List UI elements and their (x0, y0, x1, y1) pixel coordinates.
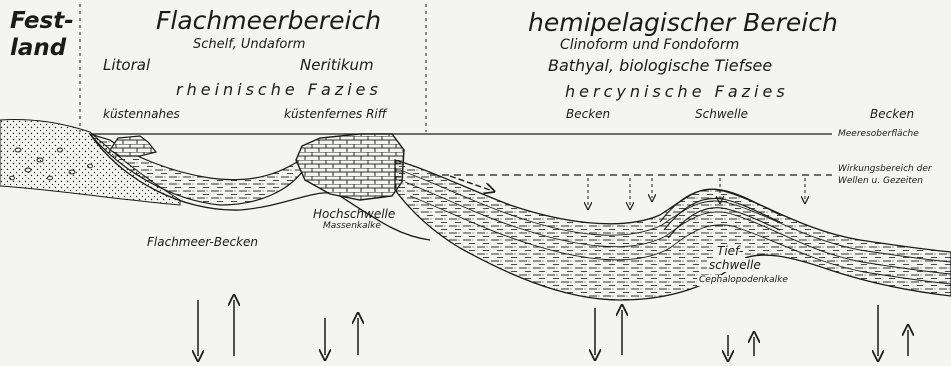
cephalopodenkalke-label: Cephalopodenkalke (697, 275, 790, 286)
hochschwelle-label: Hochschwelle (313, 208, 395, 220)
hemipelagic-subtitle: Clinoform und Fondoform (560, 38, 739, 52)
hemipelagic-title: hemipelagischer Bereich (528, 10, 838, 35)
rheinische-fazies-label: rheinische Fazies (176, 82, 382, 98)
massenkalke-label: Massenkalke (323, 222, 381, 231)
hercynische-fazies-label: hercynische Fazies (565, 84, 789, 100)
massive-reef (296, 134, 404, 200)
flachmeer-title: Flachmeerbereich (156, 8, 381, 33)
wirkungsbereich-label-1: Wirkungsbereich der (838, 165, 932, 174)
becken-label-2: Becken (870, 108, 914, 120)
riff-label: küstenfernes Riff (284, 108, 386, 120)
litoral-label: Litoral (103, 58, 150, 73)
becken-label-1: Becken (566, 108, 610, 120)
festland-label-2: land (10, 37, 66, 60)
neritikum-label: Neritikum (300, 58, 374, 73)
wirkungsbereich-label-2: Wellen u. Gezeiten (838, 177, 923, 186)
coastal-reef (110, 136, 156, 156)
flachmeer-subtitle: Schelf, Undaform (193, 38, 305, 51)
tief-label: Tief- (715, 244, 745, 258)
flachmeer-becken-label: Flachmeer-Becken (147, 236, 258, 248)
movement-arrows (198, 300, 908, 356)
meeresoberflaeche-label: Meeresoberfläche (838, 130, 919, 139)
kuestennahes-label: küstennahes (103, 108, 180, 120)
bathyal-label: Bathyal, biologische Tiefsee (548, 58, 772, 74)
schwelle-label: Schwelle (695, 108, 748, 120)
tiefschwelle-label: schwelle (707, 258, 763, 272)
festland-label-1: Fest- (10, 10, 74, 33)
